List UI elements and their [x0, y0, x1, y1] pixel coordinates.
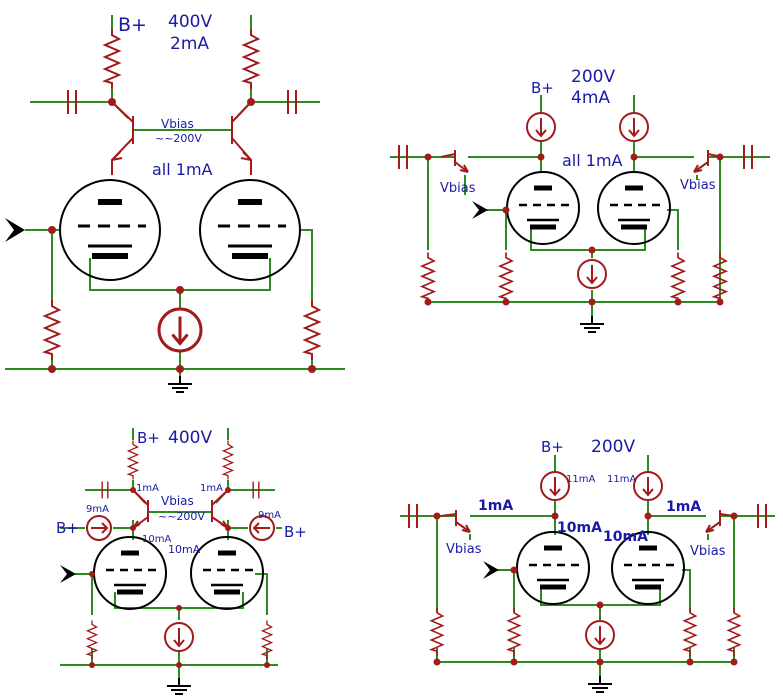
vbias-label-left: Vbias — [440, 181, 476, 196]
transistor-left — [111, 101, 134, 175]
input-arrow-icon — [60, 565, 76, 583]
tube-current-left-label: 10mA — [557, 520, 602, 536]
junction-dots — [433, 512, 738, 666]
current-source-right — [633, 471, 663, 501]
circuit-top-right: B+ 200V 4mA all 1mA Vbias Vbias — [390, 67, 770, 333]
load-current-right-label: 1mA — [200, 483, 223, 494]
plate-resistor-right — [243, 28, 259, 90]
triode-right — [191, 537, 263, 609]
triode-right — [598, 172, 670, 244]
junction-dots — [89, 487, 270, 668]
transistor-left — [440, 510, 471, 533]
tube-current-label: all 1mA — [562, 151, 623, 170]
transistor-right — [693, 150, 723, 173]
branch-current-left-label: 1mA — [478, 498, 513, 514]
supply-right-label: B+ — [284, 523, 307, 541]
vbias-label: Vbias — [161, 117, 194, 131]
triode-left — [507, 172, 579, 244]
source-current-right-label: 11mA — [607, 474, 636, 485]
current-label: 4mA — [571, 88, 610, 108]
voltage-label: 400V — [168, 12, 212, 32]
circuit-bottom-right: B+ 200V 11mA 11mA 1mA 1mA 10mA 10mA Vbia… — [400, 437, 775, 693]
ground-icon — [579, 315, 605, 333]
transistor-right — [211, 489, 229, 529]
grid-resistor-right — [304, 299, 320, 361]
tube-current-label: all 1mA — [152, 160, 213, 179]
vbias-label-left: Vbias — [446, 542, 482, 557]
transistor-left — [440, 150, 469, 173]
circuit-bottom-left: B+ 400V 1mA 1mA Vbias ~~200V 9mA 9mA B+ … — [56, 428, 307, 695]
current-source-left — [526, 112, 556, 142]
current-source-left — [540, 471, 570, 501]
tail-current-source — [164, 622, 194, 652]
load-current-left-label: 1mA — [136, 483, 159, 494]
current-source-right — [619, 112, 649, 142]
tube-current-right-label: 10mA — [603, 529, 648, 545]
source-current-left-label: 11mA — [566, 474, 595, 485]
voltage-label: 400V — [168, 428, 212, 448]
source-current-left-label: 9mA — [86, 504, 109, 515]
current-label: 2mA — [170, 34, 209, 54]
plate-resistor-right — [222, 439, 234, 481]
branch-current-right-label: 1mA — [666, 499, 701, 515]
resistor-3 — [671, 251, 685, 305]
supply-left-label: B+ — [56, 519, 79, 537]
supply-label: B+ — [137, 429, 160, 447]
tube-current-right-label: 10mA — [168, 543, 201, 556]
triode-left — [60, 180, 160, 280]
resistor-1 — [421, 251, 435, 305]
input-arrow-icon — [472, 201, 488, 219]
grid-resistor-left — [44, 299, 60, 361]
vbias-label: Vbias — [161, 494, 194, 508]
tail-current-source — [585, 620, 615, 650]
transistor-right — [231, 101, 252, 175]
supply-label: B+ — [541, 438, 564, 456]
ground-icon — [166, 677, 192, 695]
vbias-value-label: ~~200V — [155, 132, 202, 145]
voltage-label: 200V — [591, 437, 635, 457]
triode-right — [200, 180, 300, 280]
transistor-left — [132, 489, 149, 529]
vbias-label-right: Vbias — [690, 544, 726, 559]
ground-icon — [167, 375, 193, 393]
supply-label: B+ — [118, 14, 147, 36]
current-source-left — [86, 515, 112, 541]
circuit-top-left: B+ 400V 2mA Vbias ~~200V all 1mA — [5, 12, 345, 393]
triode-left — [94, 537, 166, 609]
tube-current-left-label: 10mA — [142, 534, 171, 545]
tail-current-source — [157, 307, 203, 353]
junction-dots — [48, 98, 316, 373]
transistor-right — [705, 510, 735, 533]
input-arrow-icon — [483, 561, 499, 579]
junction-dots — [424, 153, 724, 306]
input-arrow-icon — [5, 218, 25, 242]
wires — [5, 15, 345, 376]
triode-left — [517, 532, 589, 604]
supply-label: B+ — [531, 79, 554, 97]
plate-resistor-left — [104, 28, 120, 90]
voltage-label: 200V — [571, 67, 615, 87]
resistor-2 — [499, 251, 513, 305]
vbias-label-right: Vbias — [680, 178, 716, 193]
tail-current-source — [577, 259, 607, 289]
ground-icon — [587, 675, 613, 693]
vbias-value-label: ~~200V — [158, 510, 205, 523]
source-current-right-label: 9mA — [258, 510, 281, 521]
